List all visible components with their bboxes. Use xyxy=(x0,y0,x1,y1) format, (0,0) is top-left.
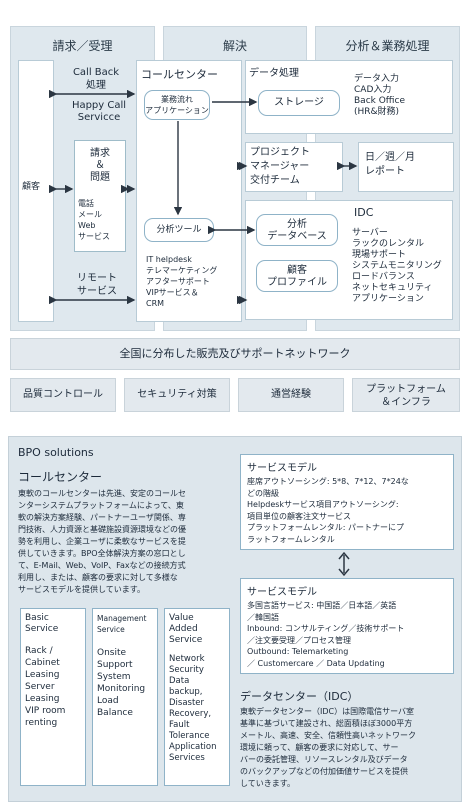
request-label: 請求 ＆ 問題 xyxy=(90,148,110,183)
card-management-head: Management Service xyxy=(97,614,147,634)
idc-list: サーバー ラックのレンタル 現場サポート システムモニタリング ロードバランス … xyxy=(352,228,442,304)
card-basic: Basic Service Rack / Cabinet Leasing Ser… xyxy=(20,608,86,786)
service-model-1-text: 座席アウトソーシング: 5*8、7*12、7*24な どの階級 Helpdesk… xyxy=(247,477,409,544)
operation-experience-bar: 通営経験 xyxy=(238,378,344,412)
network-bar: 全国に分布した販売及びサポートネットワーク xyxy=(10,338,460,370)
column-request-title: 請求／受理 xyxy=(52,39,113,53)
data-entry-label: データ入力 CAD入力 Back Office (HR&財務) xyxy=(354,74,405,117)
storage-box: ストレージ xyxy=(258,90,340,116)
service-model-link-arrow xyxy=(338,551,350,577)
service-model-2: サービスモデル 多国言語サービス: 中国語／日本語／英語 ／韓国語 Inboun… xyxy=(240,578,454,674)
cc-title: コールセンター xyxy=(18,470,103,484)
data-processing-box xyxy=(245,60,453,134)
column-resolve-title: 解決 xyxy=(222,39,247,53)
customer-label: 顧客 xyxy=(22,182,41,192)
card-value-added: Value Added Service Network Security Dat… xyxy=(164,608,230,786)
platform-bar: プラットフォーム ＆インフラ xyxy=(352,378,460,412)
analysis-db-box: 分析 データベース xyxy=(256,214,338,246)
card-management: Management Service Onsite Support System… xyxy=(92,608,158,786)
customer-profile-box: 顧客 プロファイル xyxy=(256,260,338,292)
card-basic-head: Basic Service xyxy=(25,613,59,634)
workflow-app-box: 業務流れ アプリケーション xyxy=(144,90,210,120)
dc-text: 東軟データセンター（IDC）は国際電信サーバ室 基準に基づいて建設され、総面積ほ… xyxy=(240,707,416,788)
cc-text: 東軟のコールセンターは先進、安定のコールセ ンターシステムプラットフォームによっ… xyxy=(18,489,186,594)
service-model-2-text: 多国言語サービス: 中国語／日本語／英語 ／韓国語 Inbound: コンサルテ… xyxy=(247,601,405,668)
card-value-added-head: Value Added Service xyxy=(169,613,203,645)
flow-arrows xyxy=(49,89,358,305)
card-value-added-body: Network Security Data backup, Disaster R… xyxy=(169,654,217,763)
dc-title: データセンター（IDC） xyxy=(240,690,359,703)
callcenter-list: IT helpdesk テレマーケティング アフターサポート VIPサービス＆ … xyxy=(146,255,218,308)
card-management-body: Onsite Support System Monitoring Load Ba… xyxy=(97,648,146,718)
analysis-tool-box: 分析ツール xyxy=(144,218,214,242)
data-processing-title: データ処理 xyxy=(249,68,299,79)
column-analysis-title: 分析＆業務処理 xyxy=(345,39,430,53)
reports-box: 日／週／月 レポート xyxy=(358,142,454,192)
service-model-1-title: サービスモデル xyxy=(247,463,317,474)
idc-title: IDC xyxy=(354,206,374,219)
quality-control-bar: 品質コントロール xyxy=(10,378,116,412)
service-model-1: サービスモデル 座席アウトソーシング: 5*8、7*12、7*24な どの階級 … xyxy=(240,454,454,550)
card-basic-body: Rack / Cabinet Leasing Server Leasing VI… xyxy=(25,646,66,728)
security-bar: セキュリティ対策 xyxy=(124,378,230,412)
callback-label: Call Back 処理 xyxy=(72,67,120,91)
happycall-label: Happy Call Servicce xyxy=(71,100,127,123)
callcenter-title: コールセンター xyxy=(141,68,218,81)
channels-label: 電話 メール Web サービス xyxy=(78,199,110,241)
remote-label: リモート サービス xyxy=(77,273,117,297)
service-model-2-title: サービスモデル xyxy=(247,587,317,598)
bpo-heading: BPO solutions xyxy=(18,446,94,459)
request-box xyxy=(74,140,126,252)
